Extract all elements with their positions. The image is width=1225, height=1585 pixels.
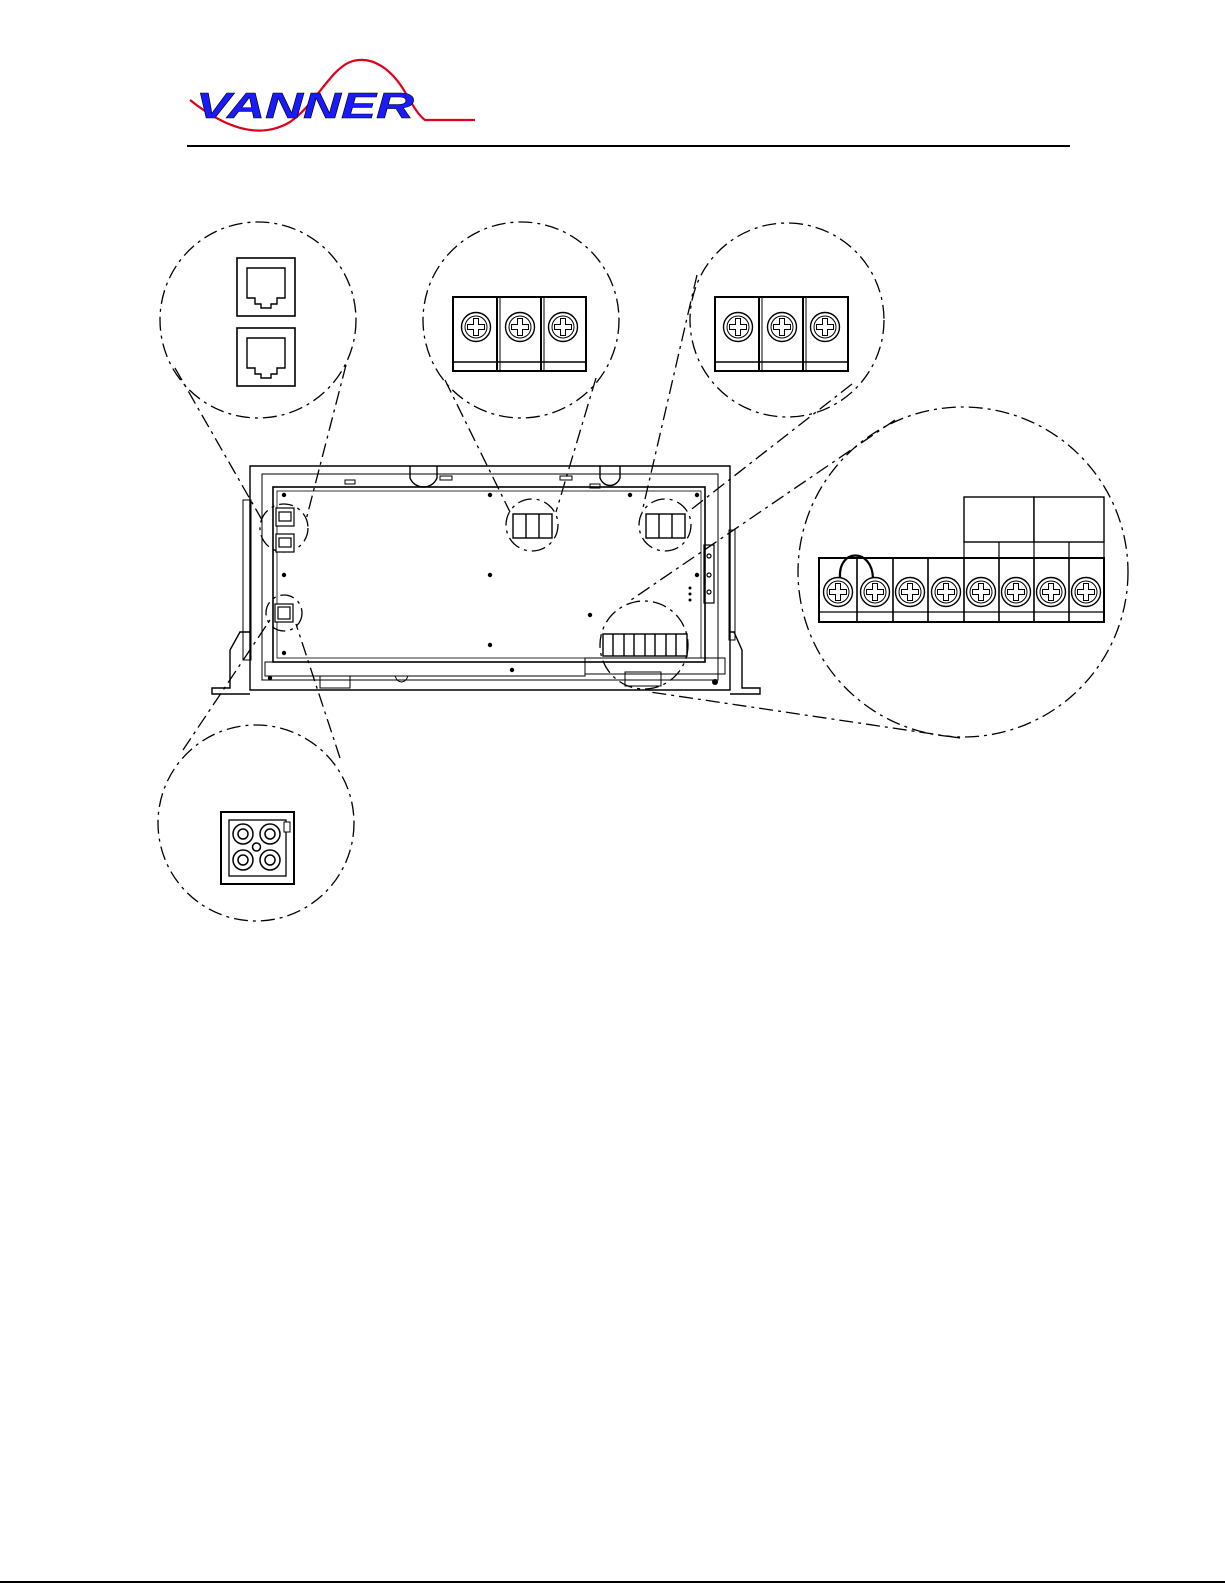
rj-jack-icon bbox=[237, 258, 295, 316]
four-pin-connector-callout bbox=[221, 812, 294, 884]
leader-line bbox=[296, 624, 340, 758]
screw-icon bbox=[932, 578, 961, 607]
screw-icon bbox=[824, 578, 853, 607]
unit-dc-terminal-a bbox=[513, 514, 552, 538]
leader-line bbox=[183, 620, 270, 750]
screw-icon bbox=[549, 313, 578, 342]
leader-line bbox=[445, 380, 510, 512]
dc-terminal-b-callout bbox=[715, 297, 848, 371]
screw-icon bbox=[506, 313, 535, 342]
leader-line bbox=[306, 365, 346, 520]
rj-jack-icon bbox=[237, 328, 295, 386]
screw-icon bbox=[811, 313, 840, 342]
leader-line bbox=[642, 275, 697, 512]
screw-icon bbox=[1002, 578, 1031, 607]
leader-line bbox=[688, 384, 852, 512]
ac-terminal-strip-callout bbox=[819, 497, 1104, 622]
callout-circle-rj-jacks bbox=[160, 222, 356, 418]
rj-jack-callout bbox=[237, 258, 295, 386]
leader-line bbox=[556, 378, 596, 512]
screw-icon bbox=[768, 313, 797, 342]
screw-icon bbox=[1072, 578, 1101, 607]
dc-terminal-a-callout bbox=[453, 297, 586, 371]
unit-dc-terminal-b bbox=[646, 514, 685, 538]
screw-icon bbox=[967, 578, 996, 607]
inverter-unit-drawing bbox=[212, 466, 760, 694]
unit-four-pin-connector bbox=[275, 604, 293, 622]
leader-line bbox=[175, 368, 262, 520]
unit-ac-terminal-strip bbox=[603, 634, 687, 656]
screw-icon bbox=[896, 578, 925, 607]
screw-icon bbox=[724, 313, 753, 342]
screw-icon bbox=[1037, 578, 1066, 607]
leader-line bbox=[650, 692, 960, 738]
screw-icon bbox=[861, 578, 890, 607]
vanner-logo: VANNER bbox=[190, 60, 475, 131]
unit-rj-jacks bbox=[276, 508, 294, 552]
screw-icon bbox=[462, 313, 491, 342]
logo-text: VANNER bbox=[196, 85, 414, 126]
